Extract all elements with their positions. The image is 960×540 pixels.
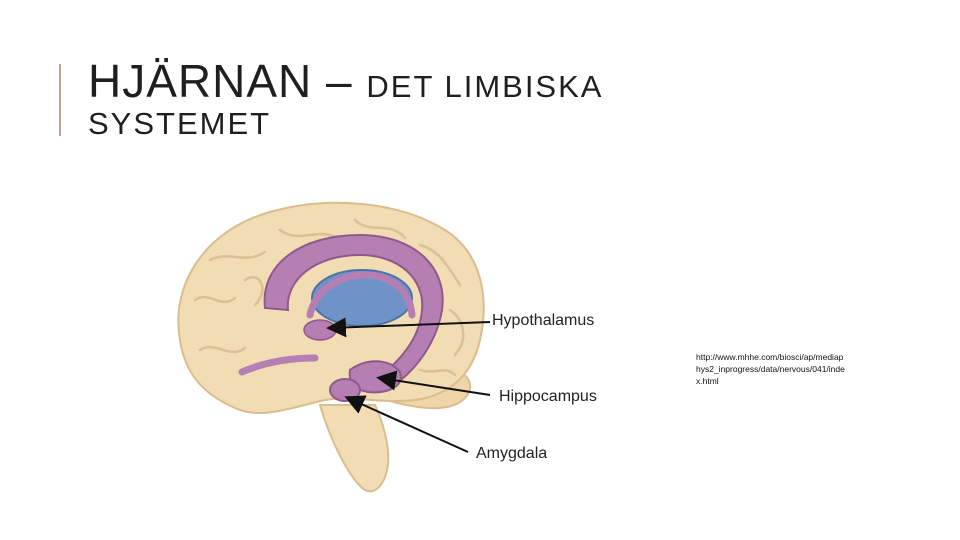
hypothalamus-pointer <box>326 317 491 338</box>
brain-gyri <box>193 218 465 377</box>
title-tail: DET LIMBISKA <box>366 69 604 104</box>
label-hypothalamus: Hypothalamus <box>492 312 595 329</box>
title-separator: – <box>312 55 367 107</box>
label-amygdala: Amygdala <box>476 445 548 462</box>
source-link[interactable]: http://www.mhhe.com/biosci/ap/mediaphys2… <box>696 352 845 386</box>
title-accent-bar <box>59 64 61 136</box>
brain-diagram <box>177 201 491 493</box>
slide-title: HJÄRNAN – DET LIMBISKA SYSTEMET <box>88 58 788 139</box>
hippocampus-pointer <box>376 370 491 396</box>
hypothalamus-shape <box>303 319 337 341</box>
olfactory-tract-shape <box>238 354 319 376</box>
amygdala-shape <box>329 378 361 402</box>
label-hippocampus: Hippocampus <box>499 388 597 405</box>
title-line-1: HJÄRNAN – DET LIMBISKA <box>88 58 788 104</box>
amygdala-pointer <box>344 395 469 453</box>
title-main: HJÄRNAN <box>88 55 313 107</box>
limbic-system-illustration <box>150 190 620 500</box>
fornix-shape <box>306 271 416 319</box>
title-line-2: SYSTEMET <box>88 106 272 141</box>
brainstem-shape <box>318 404 390 493</box>
